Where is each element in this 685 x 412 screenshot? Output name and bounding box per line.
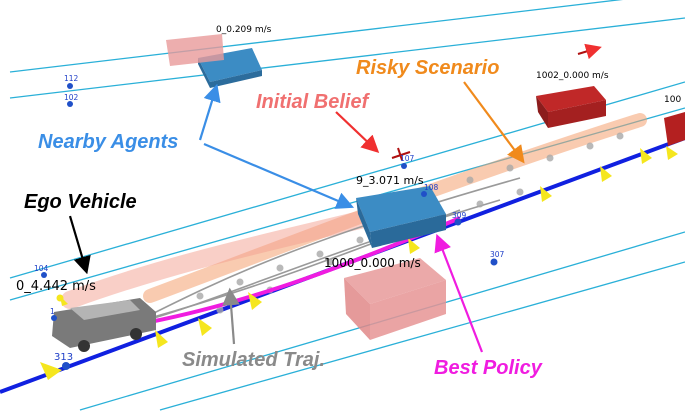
ego-vehicle: [52, 294, 156, 352]
node-313: 313: [54, 352, 73, 363]
risky-scenario-callout: Risky Scenario: [356, 57, 499, 79]
agent-9-label: 9_3.071 m/s: [356, 174, 424, 187]
risky-arrow: [463, 81, 525, 164]
node-102: 102: [64, 93, 79, 102]
agent-heading-arrows: [391, 43, 602, 161]
belief-ghost-top: [166, 34, 224, 66]
nearby-arrow-top: [198, 83, 221, 141]
nearby-agents-callout: Nearby Agents: [38, 131, 178, 153]
yellow-markers: [40, 146, 678, 380]
node-307: 307: [490, 250, 505, 259]
edge-label: 100: [664, 95, 681, 105]
ego-vehicle-callout: Ego Vehicle: [24, 191, 137, 213]
initial-belief-callout: Initial Belief: [256, 91, 371, 113]
agent-1002-box: [536, 86, 606, 128]
belief-arrow: [335, 111, 380, 154]
node-108: 108: [424, 183, 439, 192]
node-112: 112: [64, 74, 79, 83]
nearby-agent-9: [356, 186, 446, 248]
simulated-arrow: [222, 287, 240, 345]
agent-1000-label: 1000_0.000 m/s: [324, 256, 421, 270]
simulated-traj-callout: Simulated Traj.: [182, 349, 325, 371]
node-104: 104: [34, 264, 49, 273]
initial-belief-band: [61, 206, 389, 309]
belief-ghost-1000: [344, 258, 446, 340]
best-policy-callout: Best Policy: [434, 357, 543, 379]
ego-speed-label: 0_4.442 m/s: [16, 279, 96, 294]
node-309: 309: [452, 211, 467, 220]
lane-nodes: [41, 83, 498, 370]
agent-1002-label: 1002_0.000 m/s: [536, 71, 609, 81]
node-1: 1: [50, 307, 55, 316]
top-agent-label: 0_0.209 m/s: [216, 25, 272, 35]
node-107: 107: [400, 154, 415, 163]
policy-arrow: [434, 233, 484, 353]
nearby-arrow-right: [203, 142, 355, 209]
agent-right-box: [664, 112, 685, 146]
ego-arrow: [68, 215, 91, 275]
